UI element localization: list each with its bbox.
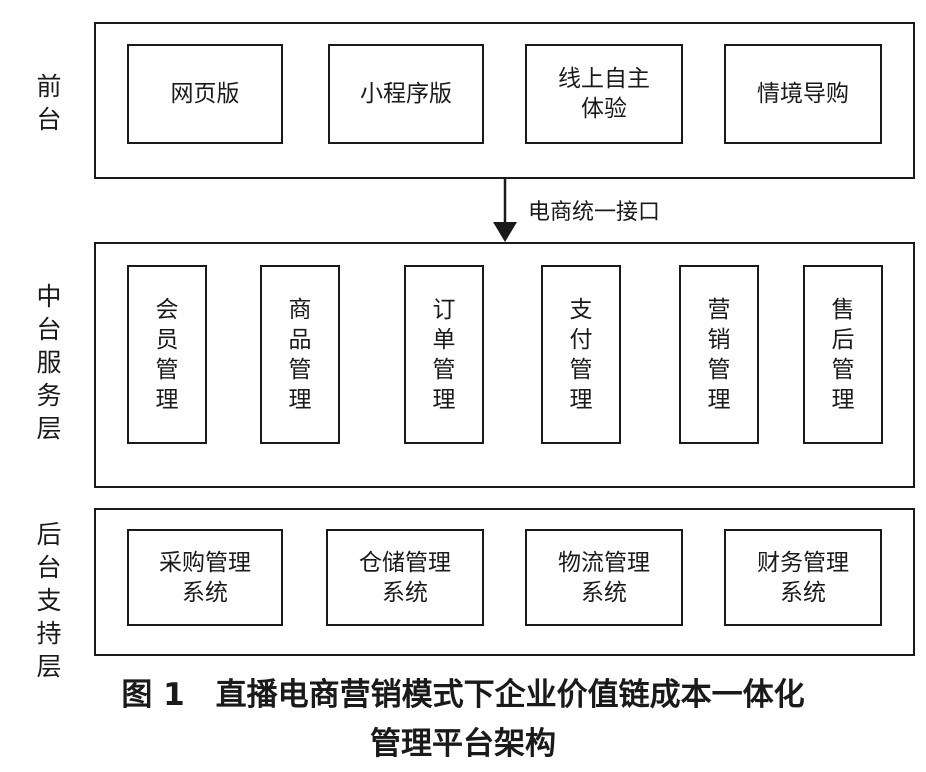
module-label: 情境导购 xyxy=(757,81,849,107)
front-module-self-experience: 线上自主 体验 xyxy=(525,44,683,144)
middle-module-after-sales: 售后管理 xyxy=(803,265,883,444)
back-module-finance: 财务管理 系统 xyxy=(724,529,882,626)
front-module-situational-shopping: 情境导购 xyxy=(724,44,882,144)
middle-layer-label: 中台服务层 xyxy=(36,282,62,443)
back-layer-label: 后台支持层 xyxy=(36,520,62,681)
module-label: 商品管理 xyxy=(288,296,312,413)
figure-caption-line1: 图 1 直播电商营销模式下企业价值链成本一体化 xyxy=(121,677,805,713)
figure-caption-line2: 管理平台架构 xyxy=(370,726,556,762)
module-label: 会员管理 xyxy=(155,296,179,413)
middle-module-order: 订单管理 xyxy=(404,265,484,444)
middle-layer-box xyxy=(94,242,915,488)
module-label: 采购管理 系统 xyxy=(159,549,251,606)
module-label: 仓储管理 系统 xyxy=(359,549,451,606)
module-label: 网页版 xyxy=(170,81,240,107)
module-label: 线上自主 体验 xyxy=(558,66,650,122)
module-label: 营销管理 xyxy=(707,296,731,413)
interface-label: 电商统一接口 xyxy=(528,200,661,225)
module-label: 物流管理 系统 xyxy=(558,549,650,606)
back-module-warehouse: 仓储管理 系统 xyxy=(326,529,484,626)
back-module-logistics: 物流管理 系统 xyxy=(525,529,683,626)
front-layer-label: 前台 xyxy=(36,72,62,134)
module-label: 小程序版 xyxy=(360,81,452,107)
back-module-procurement: 采购管理 系统 xyxy=(127,529,283,626)
module-label: 订单管理 xyxy=(432,296,456,413)
front-layer-box xyxy=(94,22,915,179)
module-label: 售后管理 xyxy=(831,296,855,413)
middle-module-marketing: 营销管理 xyxy=(679,265,759,444)
front-module-web: 网页版 xyxy=(127,44,283,144)
front-module-miniprogram: 小程序版 xyxy=(328,44,484,144)
middle-module-payment: 支付管理 xyxy=(541,265,621,444)
middle-module-product: 商品管理 xyxy=(260,265,340,444)
middle-module-member: 会员管理 xyxy=(127,265,207,444)
module-label: 财务管理 系统 xyxy=(757,549,849,606)
module-label: 支付管理 xyxy=(569,296,593,413)
back-layer-box xyxy=(94,508,915,656)
